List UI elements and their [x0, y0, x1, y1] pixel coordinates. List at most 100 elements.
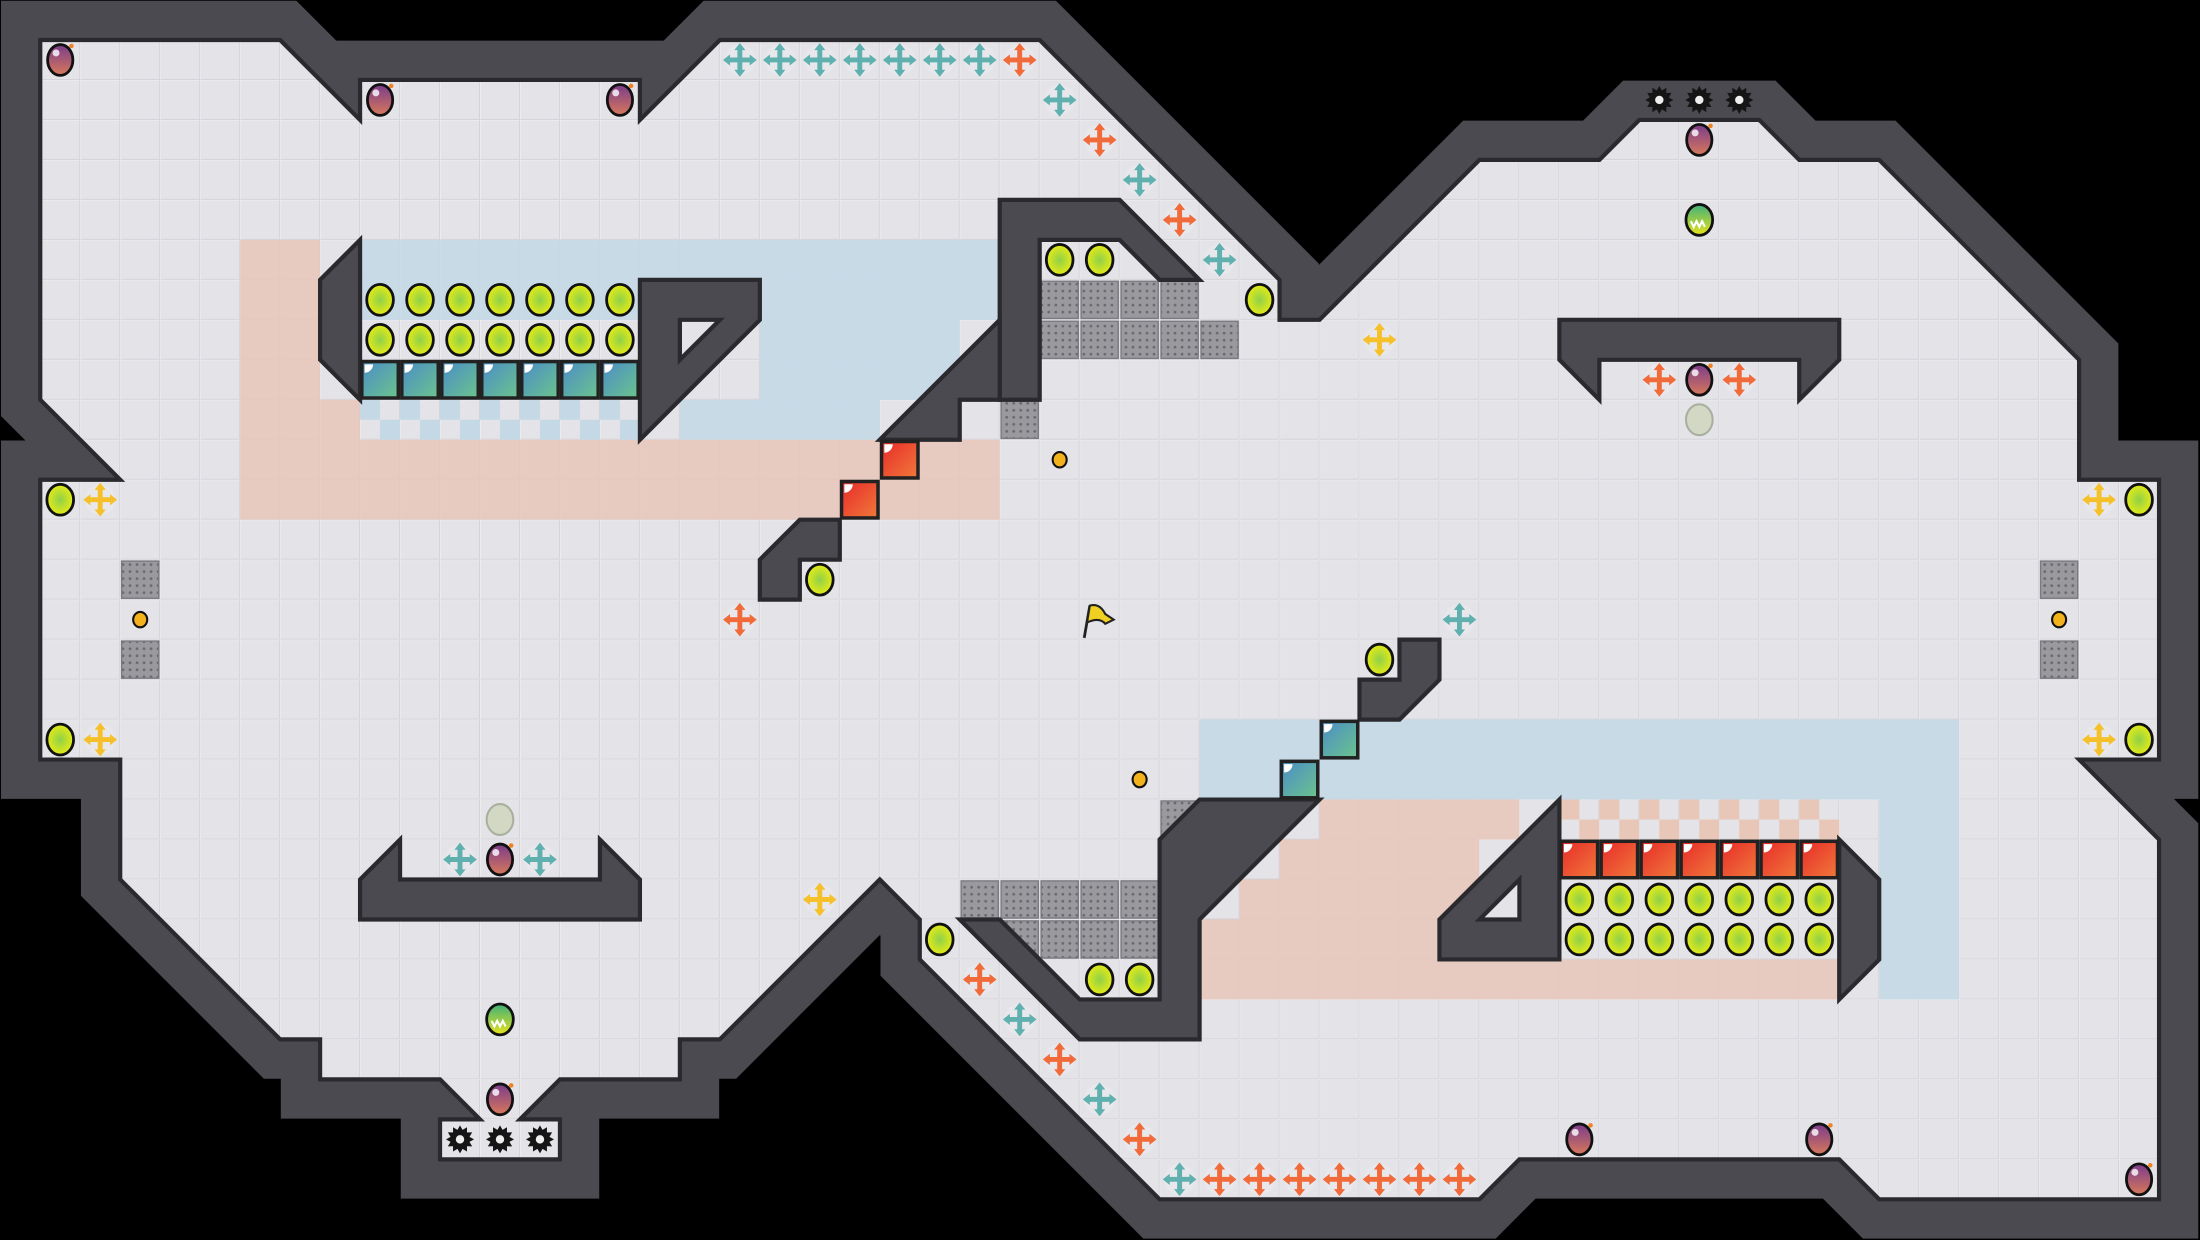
yellow-launch-pad-icon — [2082, 482, 2116, 517]
bounce-block-icon — [360, 359, 401, 400]
thwump-block-icon — [1559, 839, 1600, 880]
mesh-block — [1160, 320, 1199, 360]
toggle-mine-icon — [525, 322, 555, 357]
mesh-block — [1080, 880, 1119, 919]
checker-tile — [619, 419, 640, 440]
mesh-block — [1000, 400, 1039, 440]
bounce-block-icon — [1319, 719, 1360, 760]
toggle-mine-icon — [1364, 642, 1395, 677]
bounce-block-icon — [559, 359, 600, 400]
mesh-block — [2039, 560, 2079, 599]
teal-launch-pad-icon — [762, 43, 797, 77]
teal-launch-pad-icon — [1002, 1002, 1037, 1037]
chaingun-drone-icon — [485, 1002, 515, 1037]
toggle-mine-icon — [405, 322, 435, 357]
exit-flag-icon — [1082, 604, 1116, 639]
blue-zone — [759, 319, 960, 400]
gear-mine-icon — [1645, 85, 1674, 114]
salmon-zone — [320, 399, 361, 440]
teal-launch-pad-icon — [1082, 1082, 1117, 1117]
teal-launch-pad-icon — [443, 842, 477, 877]
blue-zone — [679, 399, 880, 440]
orange-launch-pad-icon — [1722, 362, 1757, 397]
salmon-zone — [1279, 839, 1480, 880]
orange-launch-pad-icon — [1202, 1162, 1237, 1197]
teal-launch-pad-icon — [922, 43, 957, 77]
bounce-block-icon — [599, 359, 640, 400]
mesh-block — [1040, 920, 1079, 959]
bomb-icon — [1685, 123, 1714, 157]
gear-mine-icon — [1685, 85, 1714, 114]
teal-launch-pad-icon — [723, 43, 757, 77]
yellow-launch-pad-icon — [2082, 722, 2116, 757]
toggle-mine-icon — [1044, 243, 1075, 277]
yellow-launch-pad-icon — [83, 722, 118, 757]
thwump-block-icon — [1679, 839, 1720, 880]
orange-launch-pad-icon — [1362, 1162, 1397, 1197]
toggle-mine-icon — [565, 322, 595, 357]
teal-launch-pad-icon — [882, 43, 917, 77]
gear-mine-icon — [485, 1125, 515, 1154]
teal-launch-pad-icon — [1122, 163, 1157, 197]
teal-launch-pad-icon — [842, 43, 877, 77]
bounce-block-icon — [400, 359, 441, 400]
toggle-mine-icon — [605, 322, 635, 357]
gear-mine-icon — [1725, 85, 1754, 114]
yellow-launch-pad-icon — [1362, 322, 1397, 357]
teal-launch-pad-icon — [1162, 1162, 1197, 1197]
wall-triangle-frame — [1437, 794, 1562, 962]
bomb-icon — [1805, 1122, 1834, 1157]
checker-tile — [1579, 819, 1600, 840]
gold-coin-icon — [2051, 610, 2068, 629]
gear-mine-icon — [445, 1125, 475, 1154]
mesh-block — [1040, 320, 1079, 360]
toggle-mine-icon — [1644, 922, 1675, 957]
toggle-mine-icon — [1804, 882, 1834, 917]
toggle-mine-icon — [1564, 882, 1595, 917]
orange-launch-pad-icon — [1402, 1162, 1437, 1197]
checker-tile — [1699, 819, 1720, 840]
toggle-mine-icon — [485, 322, 515, 357]
wall-slope — [874, 314, 1002, 442]
mesh-block — [1160, 280, 1199, 320]
mesh-block — [1040, 280, 1079, 320]
bomb-icon — [1565, 1122, 1594, 1157]
toggle-mine-icon — [2124, 722, 2154, 757]
wall-arch — [1557, 317, 1842, 405]
wall-step — [757, 517, 842, 602]
wall-hole — [1474, 874, 1522, 922]
orange-launch-pad-icon — [962, 962, 997, 997]
checker-tile — [1739, 819, 1760, 840]
thwump-block-icon — [1759, 839, 1800, 880]
mesh-block — [1120, 280, 1159, 320]
wall-hook — [997, 197, 1205, 402]
toggle-mine-icon — [1644, 882, 1675, 917]
mesh-block — [1120, 880, 1159, 919]
toggle-mine-icon — [485, 282, 515, 317]
toggle-mine-icon — [925, 922, 955, 957]
mesh-block — [2039, 640, 2079, 679]
gear-mine-icon — [525, 1125, 554, 1154]
yellow-launch-pad-icon — [83, 482, 118, 517]
mesh-block — [1080, 280, 1119, 320]
toggle-mine-icon — [805, 562, 835, 597]
toggle-mine-icon — [365, 282, 395, 317]
wall-step — [1357, 637, 1442, 722]
inactive-mine-icon — [485, 803, 515, 837]
checker-tile — [480, 399, 500, 420]
orange-launch-pad-icon — [1002, 43, 1037, 77]
thwump-block-icon — [879, 439, 920, 480]
gold-coin-icon — [1051, 450, 1068, 469]
checker-tile — [559, 399, 580, 420]
toggle-mine-icon — [1084, 962, 1115, 997]
bomb-icon — [485, 842, 515, 877]
checker-tile — [599, 399, 620, 420]
orange-launch-pad-icon — [1642, 362, 1677, 397]
checker-tile — [1679, 799, 1700, 820]
mesh-block — [1120, 920, 1159, 959]
teal-launch-pad-icon — [523, 842, 557, 877]
toggle-mine-icon — [445, 322, 475, 357]
wall-ledge — [357, 834, 643, 922]
bounce-block-icon — [480, 359, 520, 400]
